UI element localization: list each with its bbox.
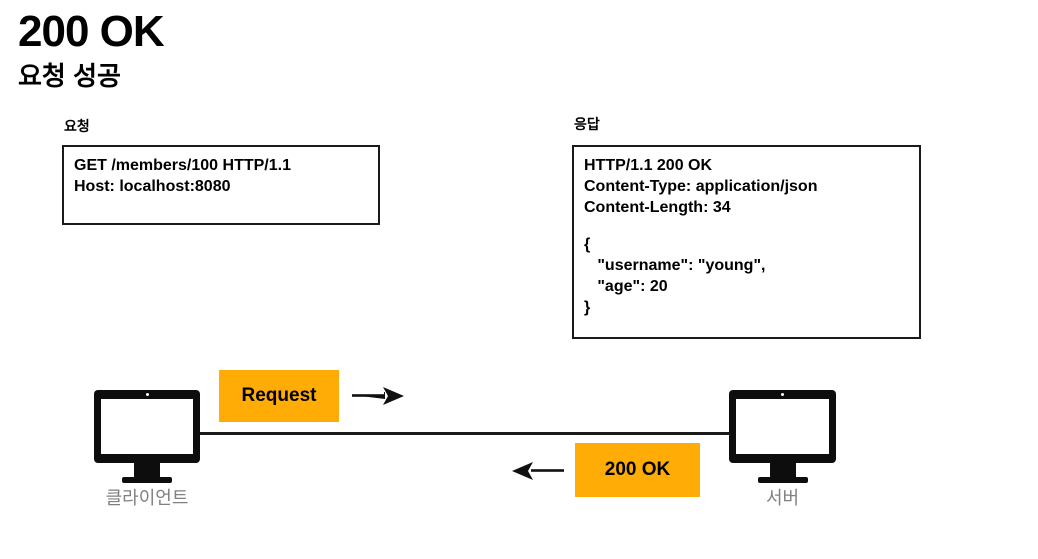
response-badge-label: 200 OK bbox=[604, 459, 671, 480]
response-line: Content-Length: 34 bbox=[584, 199, 731, 216]
response-line: Content-Type: application/json bbox=[584, 178, 818, 195]
monitor-screen bbox=[101, 399, 193, 454]
monitor-camera-dot bbox=[781, 393, 784, 396]
monitor-stand-foot bbox=[122, 477, 172, 483]
request-badge: Request bbox=[219, 370, 339, 422]
connection-line bbox=[199, 432, 731, 435]
monitor-camera-dot bbox=[145, 393, 149, 396]
monitor-bezel bbox=[94, 390, 200, 463]
monitor-stand-neck bbox=[769, 463, 796, 477]
server-label: 서버 bbox=[765, 488, 800, 508]
response-line: HTTP/1.1 200 OK bbox=[584, 157, 713, 174]
response-caption: 응답 bbox=[574, 116, 600, 132]
response-badge: 200 OK bbox=[575, 443, 700, 497]
request-caption: 요청 bbox=[64, 118, 90, 134]
arrow-left-icon bbox=[508, 455, 564, 487]
monitor-stand-neck bbox=[134, 463, 160, 477]
monitor-screen bbox=[736, 399, 829, 454]
response-line: "age": 20 bbox=[584, 278, 668, 295]
response-line-blank bbox=[584, 218, 909, 234]
response-line: "username": "young", bbox=[584, 257, 766, 274]
monitor-bezel bbox=[729, 390, 836, 463]
page-subtitle: 요청 성공 bbox=[18, 61, 121, 91]
request-line: GET /members/100 HTTP/1.1 bbox=[74, 157, 291, 174]
response-line: } bbox=[584, 299, 591, 316]
request-badge-label: Request bbox=[241, 385, 317, 406]
page-title: 200 OK bbox=[18, 7, 165, 56]
response-message-box: HTTP/1.1 200 OK Content-Type: applicatio… bbox=[572, 145, 921, 339]
request-line: Host: localhost:8080 bbox=[74, 178, 231, 195]
client-label: 클라이언트 bbox=[105, 488, 189, 508]
arrow-right-icon bbox=[352, 380, 408, 412]
response-line: { bbox=[584, 236, 591, 253]
request-message-box: GET /members/100 HTTP/1.1 Host: localhos… bbox=[62, 145, 380, 225]
monitor-stand-foot bbox=[757, 477, 808, 483]
